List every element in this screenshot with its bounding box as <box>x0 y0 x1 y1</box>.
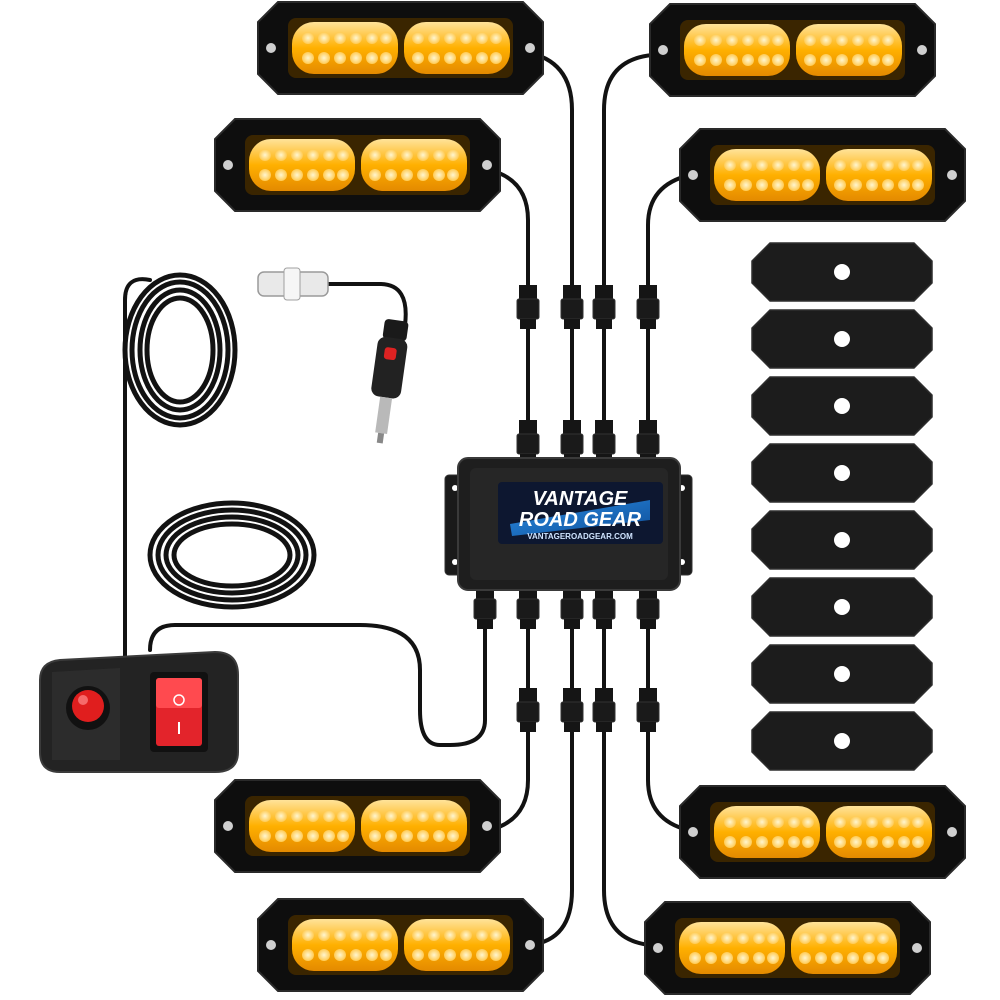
mounting-pad <box>751 711 933 771</box>
light-head <box>257 898 544 992</box>
mounting-pad <box>751 510 933 570</box>
switch-cable-coil <box>147 500 317 610</box>
mounting-pad <box>751 376 933 436</box>
light-head <box>214 118 501 212</box>
light-head <box>257 1 544 95</box>
light-head <box>649 3 936 97</box>
brand-url: VANTAGEROADGEAR.COM <box>527 532 633 541</box>
power-cable-coil <box>122 272 238 428</box>
mounting-pad <box>751 577 933 637</box>
upper-connectors <box>516 284 660 465</box>
cigarette-plug <box>371 319 409 444</box>
inline-fuse <box>257 267 329 301</box>
light-head <box>679 128 966 222</box>
brand-name-line1: VANTAGE <box>533 488 628 510</box>
power-button-icon <box>66 686 110 730</box>
lower-connectors <box>473 584 660 733</box>
mounting-pad <box>751 443 933 503</box>
control-box <box>444 457 693 591</box>
brand-name-line2: ROAD GEAR <box>519 509 642 531</box>
light-head <box>644 901 931 995</box>
light-head <box>679 785 966 879</box>
rocker-switch-icon <box>150 672 208 752</box>
light-head <box>214 779 501 873</box>
mounting-pad <box>751 309 933 369</box>
mounting-pad <box>751 644 933 704</box>
mounting-pad <box>751 242 933 302</box>
